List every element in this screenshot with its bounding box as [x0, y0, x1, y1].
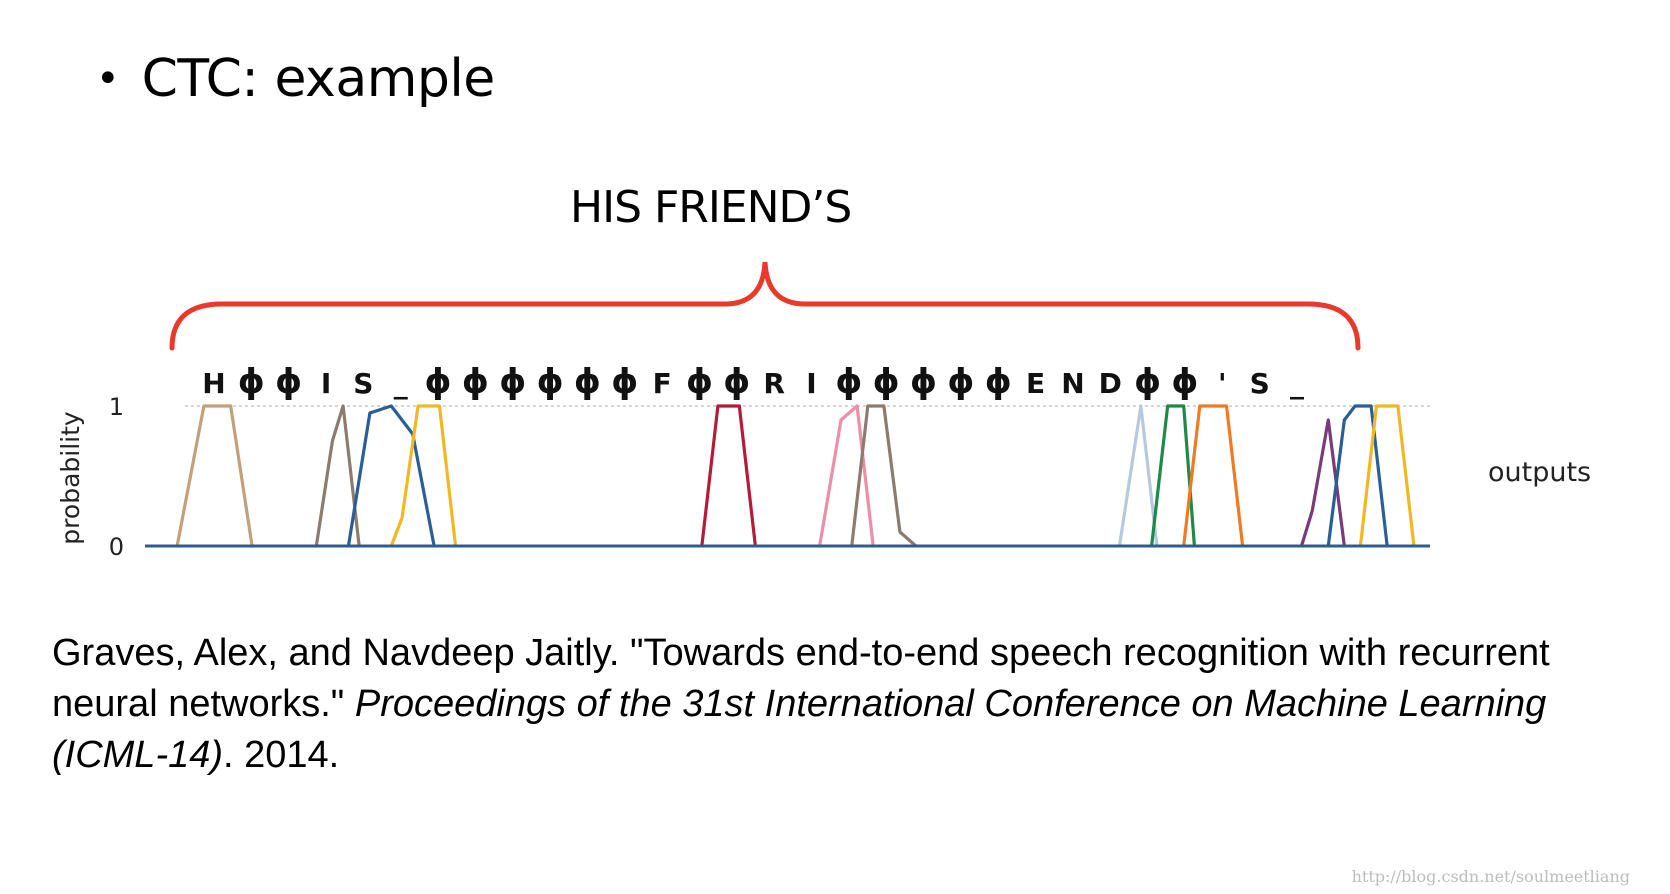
series-line-4-_ [389, 404, 458, 547]
frame-label-14: ϕ [686, 362, 713, 402]
frame-label-13: F [653, 367, 672, 400]
frame-label-3: ϕ [275, 362, 302, 402]
series-line-9-N [1149, 404, 1197, 547]
frame-label-22: ϕ [985, 362, 1012, 402]
frame-label-19: ϕ [873, 362, 900, 402]
citation-year: . 2014. [223, 734, 340, 776]
frame-label-17: I [806, 367, 816, 400]
slide-title: CTC: example [141, 49, 496, 109]
y-axis-label: probability [56, 411, 85, 545]
citation: Graves, Alex, and Navdeep Jaitly. "Towar… [52, 628, 1612, 781]
frame-label-7: ϕ [425, 362, 452, 402]
slide-heading: • CTC: example [96, 44, 495, 114]
series-line-8-E [1117, 404, 1159, 547]
frame-label-12: ϕ [611, 362, 638, 402]
watermark: http://blog.csdn.net/soulmeetliang [1351, 867, 1630, 886]
outputs-label: outputs [1488, 457, 1591, 488]
bullet-marker: • [96, 56, 120, 102]
y-tick-label-1: 1 [109, 393, 124, 421]
frame-label-23: E [1026, 367, 1045, 400]
frame-label-2: ϕ [238, 362, 265, 402]
frame-label-27: ϕ [1171, 362, 1198, 402]
series-line-1-H [175, 404, 254, 547]
series-line-2-I [314, 404, 361, 547]
series-line-7-I [850, 404, 918, 548]
frame-label-11: ϕ [574, 362, 601, 402]
frame-label-30: _ [1290, 367, 1304, 400]
frame-label-26: ϕ [1134, 362, 1161, 402]
frame-label-21: ϕ [947, 362, 974, 402]
frame-label-9: ϕ [499, 362, 526, 402]
frame-label-20: ϕ [910, 362, 937, 402]
frame-label-8: ϕ [462, 362, 489, 402]
series-line-6-R [818, 404, 875, 547]
frame-label-18: ϕ [835, 362, 862, 402]
frame-label-1: H [202, 367, 225, 400]
frame-label-15: ϕ [723, 362, 750, 402]
citation-authors-title: Graves, Alex, and Navdeep Jaitly. "Towar… [52, 632, 1550, 725]
frame-label-16: R [763, 367, 785, 400]
y-tick-label-0: 0 [109, 533, 124, 561]
series-line-10-D [1182, 404, 1245, 547]
frame-label-24: N [1061, 367, 1084, 400]
frame-label-5: S [353, 367, 373, 400]
series-line-5-F [700, 404, 757, 547]
series-line-3-S [346, 404, 436, 547]
citation-venue: Proceedings of the 31st International Co… [52, 683, 1547, 776]
frame-label-4: I [321, 367, 331, 400]
frame-label-25: D [1099, 367, 1122, 400]
frame-label-29: S [1250, 367, 1270, 400]
grouping-brace [169, 261, 1361, 351]
series-line-12-S [1326, 404, 1389, 547]
frame-label-10: ϕ [537, 362, 564, 402]
transcript-phrase: HIS FRIEND’S [570, 182, 852, 233]
series-line-13-_ [1358, 404, 1416, 547]
frame-label-6: _ [394, 367, 408, 400]
frame-label-28: ' [1218, 367, 1227, 400]
